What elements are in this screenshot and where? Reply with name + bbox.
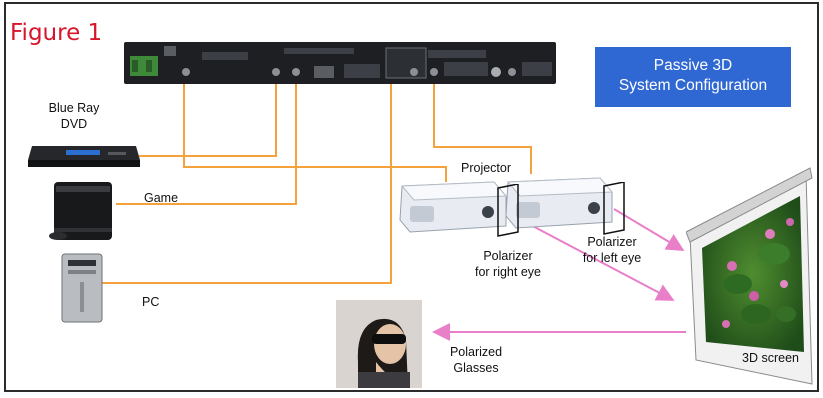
bluray-label: Blue Ray DVD [48,100,100,132]
bluray-player-icon [28,146,140,167]
polarizer-left-line-2: for left eye [582,251,642,265]
3d-screen-icon [686,167,813,385]
pc-tower-icon [61,253,103,323]
polarizer-right-filter [497,184,519,237]
polarizer-left-label: Polarizer for left eye [572,234,652,266]
glasses-label: Polarized Glasses [446,344,506,376]
diagram-frame: Figure 1 Passive 3D System Configuration… [4,2,819,392]
game-label: Game [144,191,179,205]
projector-label: Projector [461,161,512,175]
title-box: Passive 3D System Configuration [595,47,791,107]
projector-right-icon [399,181,508,233]
projector-left-cable [183,72,447,182]
switcher-rack-icon [124,42,556,84]
bluray-cable [139,72,277,157]
projector-left-icon [505,177,614,229]
game-cable [116,72,297,205]
title-line-2: System Configuration [618,77,768,94]
polarizer-right-line-2: for right eye [474,265,541,279]
polarizer-right-line-1: Polarizer [483,249,533,263]
figure-label: Figure 1 [10,20,103,46]
glasses-label-line-1: Polarized [449,345,503,359]
polarizer-right-label: Polarizer for right eye [462,248,554,280]
bluray-label-line-1: Blue Ray [48,101,100,115]
game-console-icon [49,182,112,240]
polarizer-left-filter [603,182,625,235]
bluray-label-line-2: DVD [60,117,88,131]
projector-right-cable [433,72,532,174]
left-eye-beam [613,208,685,252]
polarizer-left-line-1: Polarizer [587,235,637,249]
title-line-1: Passive 3D [653,57,733,74]
pc-label: PC [142,295,160,309]
glasses-label-line-2: Glasses [453,361,499,375]
person-with-glasses-image [336,300,422,388]
pc-cable [102,72,392,284]
3d-screen-label: 3D screen [742,351,799,365]
